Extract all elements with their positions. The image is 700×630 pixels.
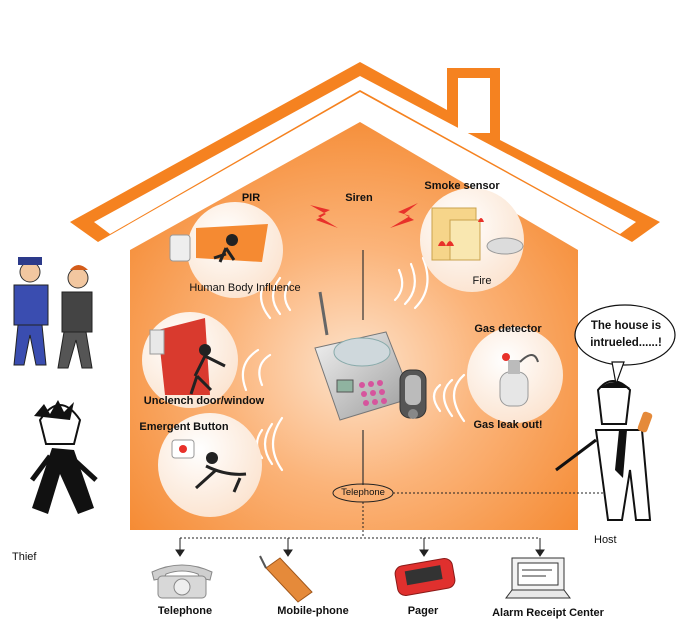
output-telephone-label: Telephone — [157, 605, 213, 617]
emergent-person-icon — [171, 439, 247, 493]
chimney-inner — [458, 78, 490, 133]
speech-line-2: intrueled......! — [590, 337, 662, 349]
alarm-panel-icon[interactable] — [314, 291, 413, 421]
signal-waves — [241, 256, 466, 472]
door-intruder-icon — [149, 318, 226, 395]
emergent-button-label: Emergent Button — [139, 421, 229, 433]
pir-sensor-icon — [169, 224, 268, 263]
thief-icon — [30, 400, 98, 514]
pager-icon — [394, 557, 456, 597]
smoke-sensor-label: Smoke sensor — [424, 180, 500, 192]
siren-icon — [310, 203, 418, 228]
host-label: Host — [594, 534, 617, 546]
siren-label: Siren — [345, 192, 373, 204]
output-mobile-label: Mobile-phone — [277, 605, 349, 617]
gas-cylinder-icon — [499, 353, 539, 407]
smoke-sensor-icon — [431, 207, 524, 261]
telephone-icon — [151, 564, 213, 599]
telephone-line-label: Telephone — [341, 487, 385, 498]
host-icon — [555, 380, 653, 521]
speech-bubble — [574, 304, 676, 387]
output-alarm-center-label: Alarm Receipt Center — [492, 607, 604, 619]
pir-label: PIR — [241, 192, 261, 204]
mobile-phone-icon — [259, 555, 313, 603]
house-roof — [70, 62, 660, 242]
human-body-label: Human Body Influence — [189, 282, 301, 294]
fire-label: Fire — [472, 275, 492, 287]
police-thief-icon — [13, 257, 93, 369]
alarm-center-icon — [505, 557, 571, 599]
unclench-label: Unclench door/window — [143, 395, 265, 407]
remote-control-icon[interactable] — [399, 369, 427, 419]
gas-leak-label: Gas leak out! — [473, 419, 543, 431]
gas-detector-label: Gas detector — [474, 323, 542, 335]
output-pager-label: Pager — [407, 605, 439, 617]
speech-text: The house is intrueled......! — [576, 318, 676, 352]
speech-line-1: The house is — [590, 320, 662, 332]
thief-label: Thief — [12, 551, 37, 563]
